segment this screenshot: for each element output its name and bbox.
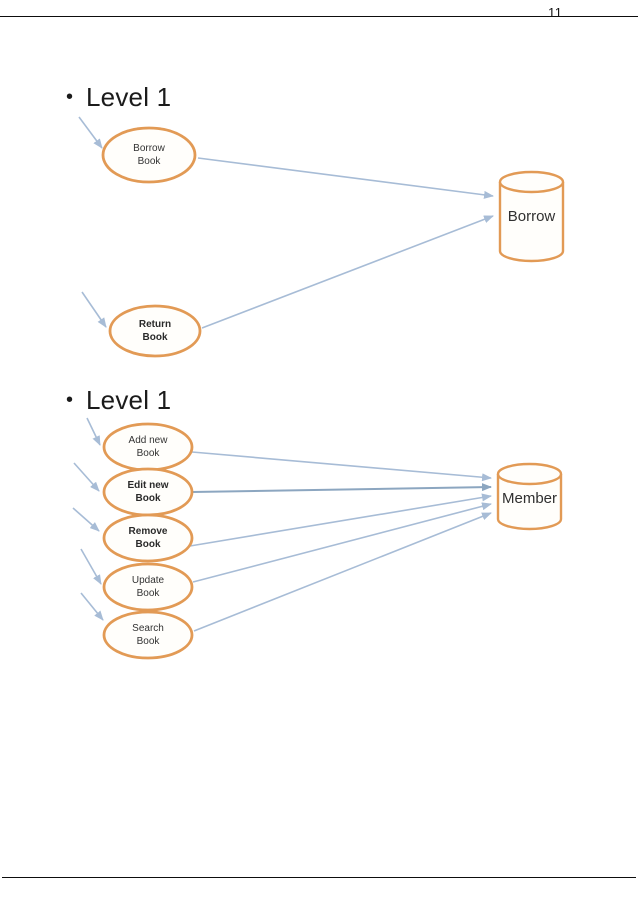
heading-text: Level 1: [86, 385, 172, 415]
datastore-member-cylinder-body: [496, 474, 563, 531]
process-update-book-ellipse: [102, 562, 194, 612]
bullet-icon: •: [66, 389, 74, 411]
arrow-remove-book-to-member: [189, 493, 492, 547]
arrow-add-new-book-to-member: [191, 451, 492, 482]
arrow-search-book-to-member: [193, 512, 492, 632]
arrow-edit-new-book-to-member: [191, 483, 492, 493]
datastore-borrow-cylinder-body: [498, 182, 565, 263]
header-rule: [0, 16, 638, 17]
process-remove-book-ellipse: [102, 513, 194, 563]
datastore-member-cylinder-top: [496, 462, 563, 486]
heading-text: Level 1: [86, 82, 172, 112]
process-update-book-label: Update Book: [131, 575, 165, 599]
process-search-book-label: Search Book: [132, 623, 164, 647]
arrow-into-edit-new-book: [73, 462, 100, 492]
arrow-heading-to-borrow-book: [78, 116, 103, 149]
footer-rule: [2, 877, 636, 878]
arrow-into-search-book: [80, 592, 104, 621]
process-search-book-ellipse: [102, 610, 194, 660]
level1-heading-first: • Level 1: [66, 84, 171, 110]
arrow-into-update-book: [80, 548, 102, 585]
process-remove-book-label: Remove Book: [128, 526, 168, 550]
process-add-new-book-label: Add new Book: [128, 435, 168, 459]
arrow-heading-to-return-book: [81, 291, 107, 328]
page-number: 11: [548, 5, 563, 20]
process-return-book-ellipse: [108, 304, 202, 358]
arrow-return-book-to-borrow-store: [201, 215, 494, 329]
process-borrow-book-label: Borrow Book: [133, 143, 165, 167]
arrow-into-add-new-book: [86, 417, 101, 446]
datastore-member-label: Member: [501, 489, 557, 507]
process-return-book-label: Return Book: [138, 319, 172, 343]
process-borrow-book-ellipse: [101, 126, 197, 184]
datastore-borrow-cylinder-top: [498, 170, 565, 194]
bullet-icon: •: [66, 86, 74, 108]
arrow-update-book-to-member: [192, 502, 492, 583]
level1-heading-second: • Level 1: [66, 387, 171, 413]
process-edit-new-book-label: Edit new Book: [127, 480, 169, 504]
arrow-into-remove-book: [72, 507, 100, 532]
datastore-borrow-label: Borrow: [507, 207, 556, 225]
arrow-borrow-book-to-borrow-store: [197, 157, 494, 199]
